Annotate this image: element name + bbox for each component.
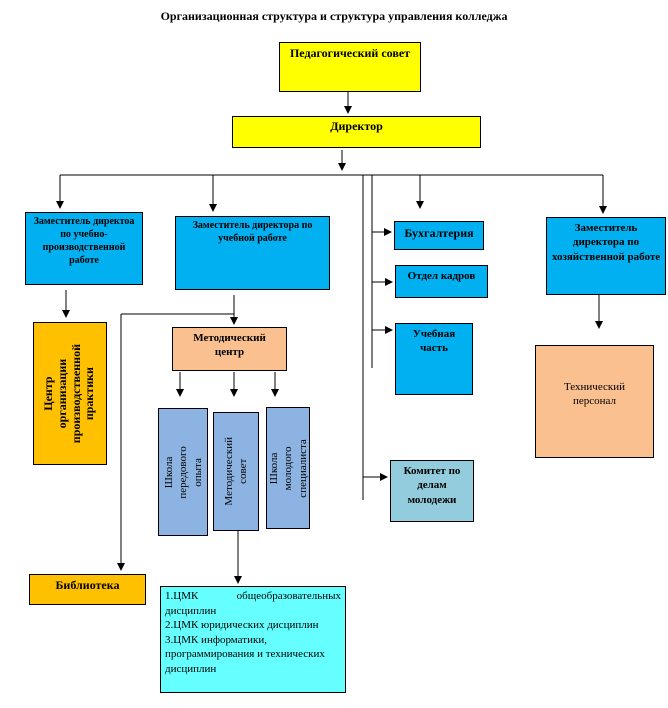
ped-sovet-box: Педагогический совет — [279, 42, 421, 92]
shkola-opyta-label: Школа передового опыта — [162, 445, 204, 499]
page-title: Организационная структура и структура уп… — [160, 9, 508, 23]
tekh-personal-box: Технический персонал — [535, 345, 654, 458]
komitet-label: Комитет по делам молодежи — [403, 465, 461, 506]
cmk-item-3: 3.ЦМК информатики, программирования и те… — [165, 633, 325, 675]
cmk-box: 1.ЦМК общеобразовательных дисциплин 2.ЦМ… — [160, 586, 346, 693]
buhgalteria-label: Бухгалтерия — [404, 226, 474, 240]
zam-ucheb-box: Заместитель директора по учебной работе — [175, 216, 330, 290]
metod-centr-box: Методический центр — [172, 327, 287, 371]
zam-upr-label: Заместитель директоа по учебно-производс… — [33, 216, 135, 266]
shkola-molodogo-label: Школа молодого специалиста — [267, 438, 309, 498]
biblioteka-label: Библиотека — [55, 578, 120, 592]
cmk-item-1: 1.ЦМК общеобразовательных дисциплин — [165, 590, 341, 617]
zam-hoz-box: Заместитель директора по хозяйственной р… — [546, 217, 666, 295]
biblioteka-box: Библиотека — [29, 574, 146, 605]
buhgalteria-box: Бухгалтерия — [394, 221, 484, 250]
uchebnaya-chast-label: Учебная часть — [412, 328, 456, 355]
shkola-opyta-box: Школа передового опыта — [158, 408, 208, 536]
director-box: Директор — [232, 116, 481, 148]
metod-centr-label: Методический центр — [193, 332, 266, 359]
centr-praktiki-box: Центр организации производственной практ… — [33, 322, 107, 465]
metod-sovet-box: Методический совет — [213, 412, 259, 531]
komitet-box: Комитет по делам молодежи — [390, 460, 474, 522]
zam-upr-box: Заместитель директоа по учебно-производс… — [25, 212, 143, 285]
otdel-kadrov-box: Отдел кадров — [395, 265, 488, 298]
zam-hoz-label: Заместитель директора по хозяйственной р… — [551, 222, 661, 263]
cmk-item-2: 2.ЦМК юридических дисциплин — [165, 619, 319, 632]
metod-sovet-label: Методический совет — [222, 437, 250, 506]
tekh-personal-label: Технический персонал — [564, 381, 625, 408]
centr-praktiki-label: Центр организации производственной практ… — [41, 343, 97, 444]
director-label: Директор — [330, 119, 383, 133]
shkola-molodogo-box: Школа молодого специалиста — [266, 407, 310, 529]
uchebnaya-chast-box: Учебная часть — [395, 323, 473, 395]
otdel-kadrov-label: Отдел кадров — [407, 270, 476, 282]
ped-sovet-label: Педагогический совет — [289, 46, 411, 60]
zam-ucheb-label: Заместитель директора по учебной работе — [192, 220, 313, 244]
